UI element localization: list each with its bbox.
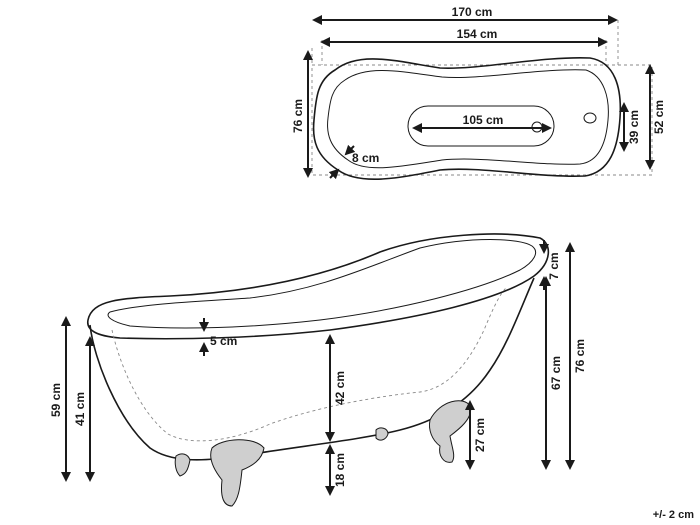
side-view-rim-inner: [107, 239, 536, 329]
tolerance-note: +/- 2 cm: [653, 509, 694, 521]
dim-head-total: 76 cm: [573, 339, 587, 373]
dim-left-inner: 41 cm: [73, 392, 87, 426]
top-view-bounding-box: [311, 64, 653, 176]
dim-left-outer: 59 cm: [49, 383, 63, 417]
side-view-rim: [87, 233, 550, 340]
side-view-hidden-basin: [111, 287, 507, 442]
dim-width-inner: 154 cm: [457, 27, 498, 41]
claw-foot-front-right: [429, 400, 472, 463]
side-view-body: [89, 277, 535, 461]
dim-rim-width: 8 cm: [352, 151, 379, 165]
dim-inner-depth: 42 cm: [333, 371, 347, 405]
dim-height-total: 76 cm: [291, 99, 305, 133]
top-view-outer-rim: [312, 57, 622, 180]
dim-width-total: 170 cm: [452, 5, 493, 19]
dim-floor-length: 105 cm: [463, 113, 504, 127]
dim-floor-width: 39 cm: [627, 110, 641, 144]
side-view: 5 cm 42 cm 18 cm 59 cm 41 cm 27 cm 7 cm …: [49, 233, 587, 507]
dim-leg-clearance: 18 cm: [333, 453, 347, 487]
claw-foot-back-right: [375, 427, 389, 441]
dim-rim-thickness: 5 cm: [210, 334, 237, 348]
claw-foot-back-left: [174, 453, 191, 477]
top-view: 170 cm 154 cm 105 cm 76 cm 52 cm 39 cm 8…: [291, 5, 666, 180]
overflow-icon: [583, 112, 597, 124]
dim-head-rim: 7 cm: [547, 252, 561, 279]
dim-head-inner: 67 cm: [549, 356, 563, 390]
top-view-inner-basin: [327, 69, 609, 169]
claw-foot-front-left: [210, 439, 265, 507]
dim-height-inner: 52 cm: [652, 100, 666, 134]
top-view-floor: [407, 105, 555, 147]
dim-foot-height: 27 cm: [473, 418, 487, 452]
